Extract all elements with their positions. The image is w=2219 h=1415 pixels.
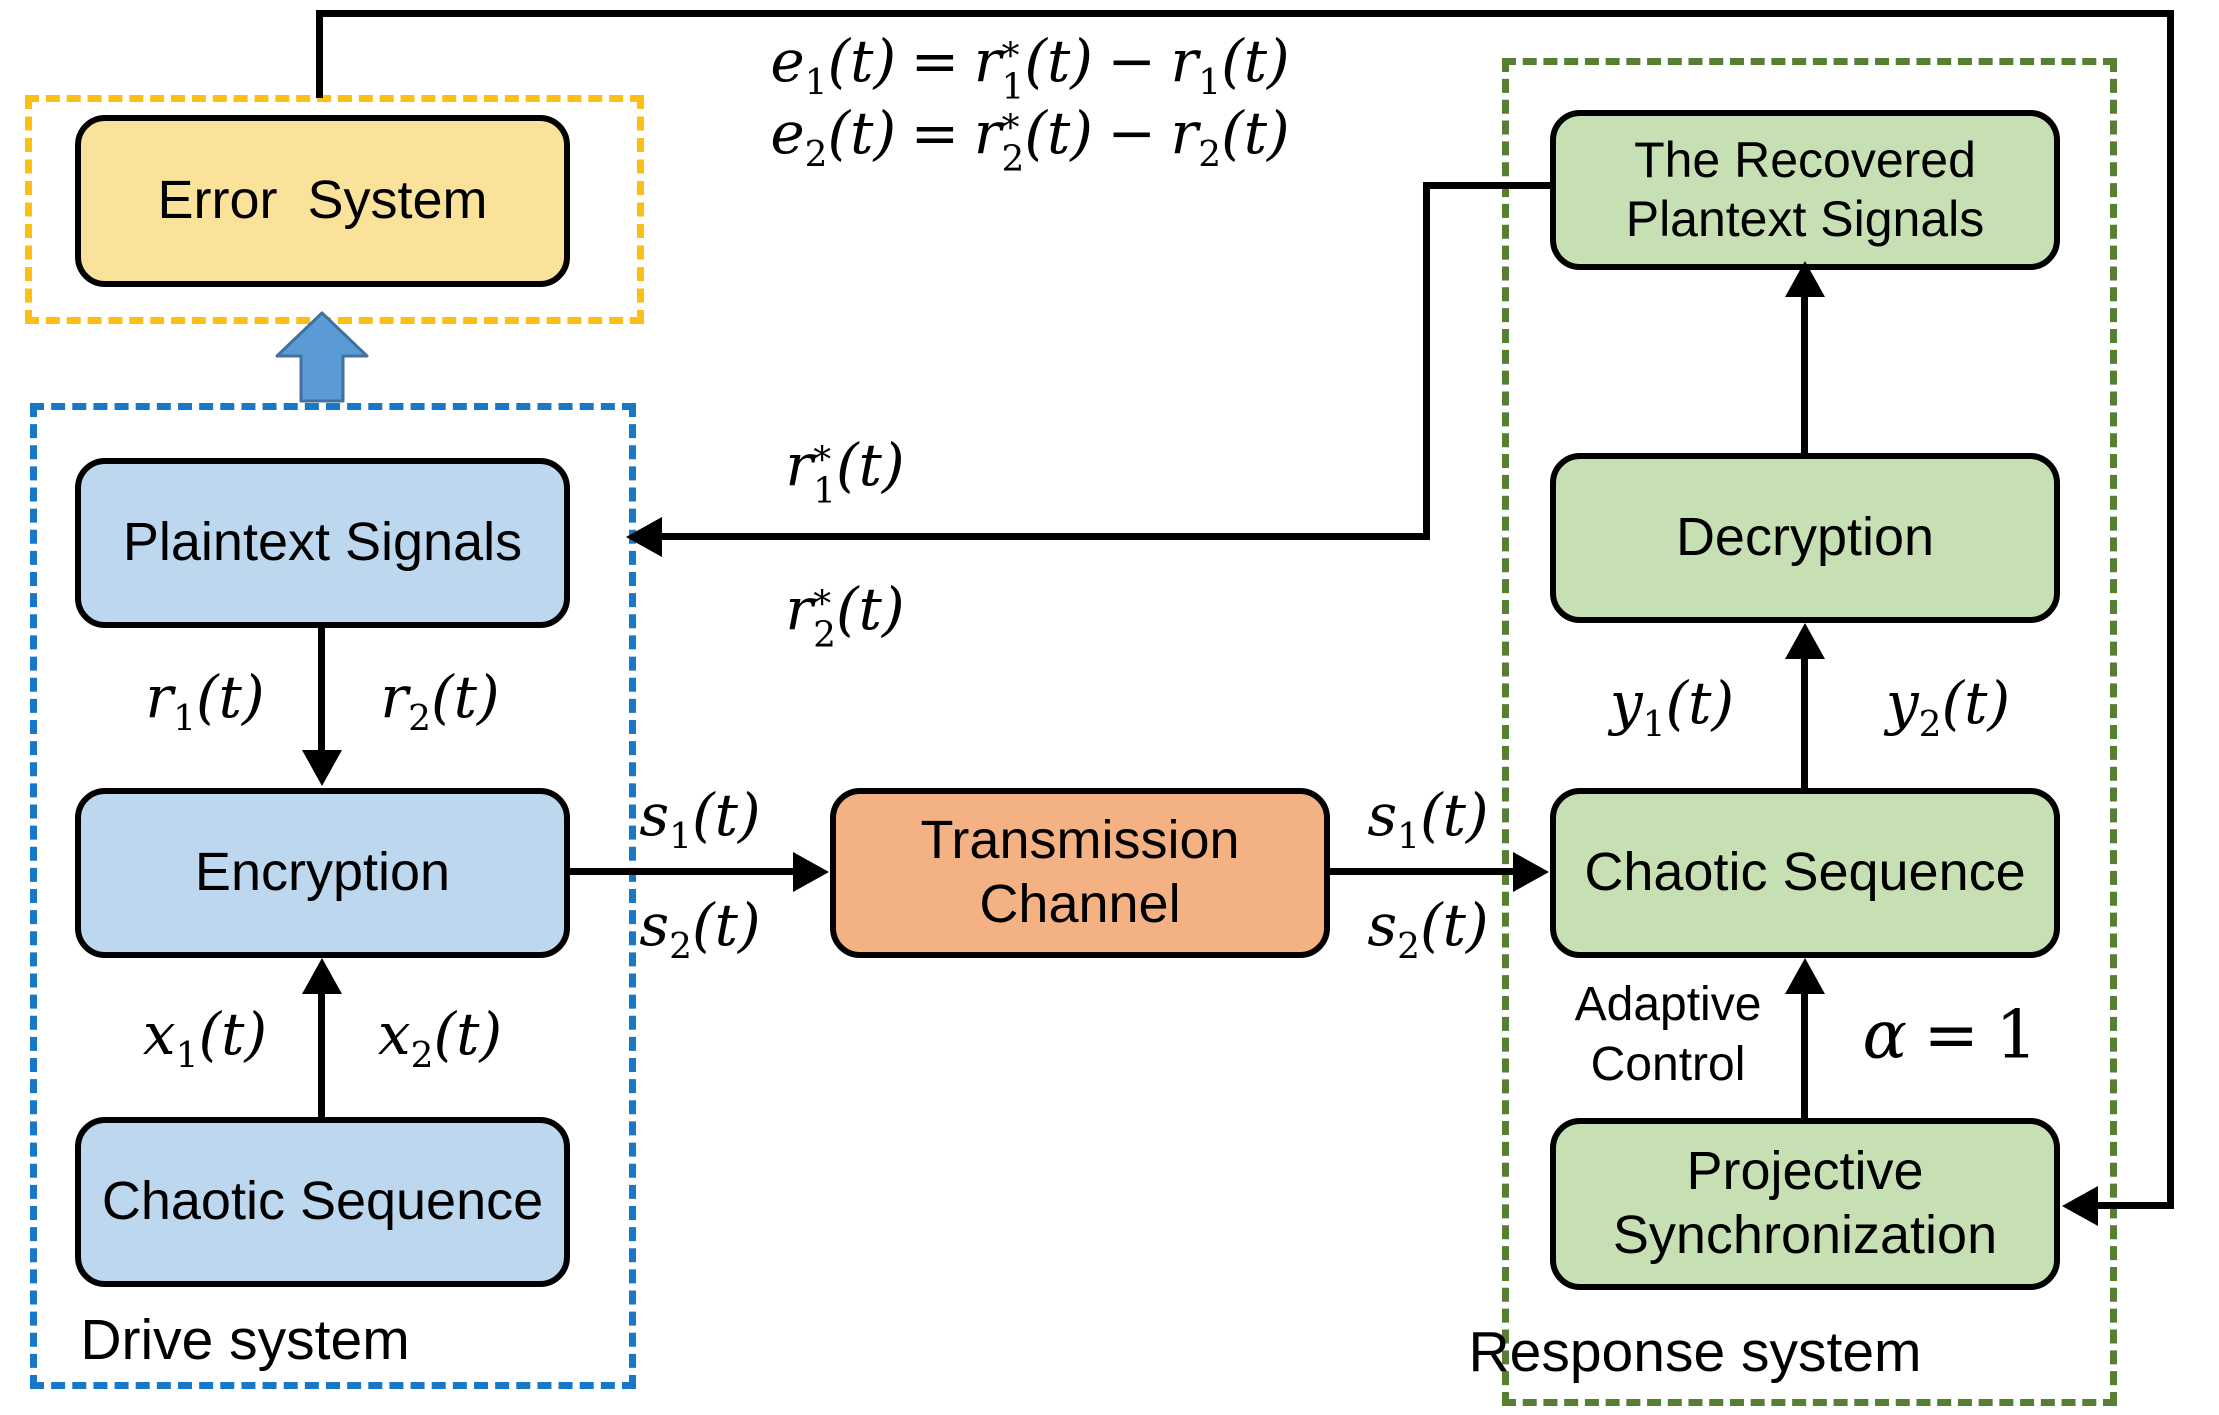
label-r2t: r2(t)	[380, 663, 500, 739]
label-s1t-right: s1(t)	[1367, 781, 1489, 857]
error-system-container	[25, 95, 644, 324]
transmission-channel-label-line1: Transmission	[920, 810, 1240, 871]
adaptive-control-line2: Control	[1590, 1038, 1746, 1091]
adaptive-control-line1: Adaptive	[1574, 978, 1762, 1031]
arrowhead-decryption-to-recovered	[1785, 261, 1825, 297]
label-x1t: x1(t)	[142, 1000, 268, 1076]
projective-synchronization-box: Projective Synchronization	[1550, 1118, 2060, 1290]
label-y1t: y1(t)	[1609, 669, 1735, 745]
projective-synchronization-label-line2: Synchronization	[1612, 1205, 1998, 1265]
connector-chaotic-to-encryption	[318, 993, 325, 1117]
label-r1t: r1(t)	[145, 663, 265, 739]
drive-system-container	[30, 403, 636, 1389]
connector-projective-to-chaotic	[1801, 993, 1808, 1118]
chaotic-sequence-drive-box: Chaotic Sequence	[75, 1117, 570, 1287]
connector-recovered-stub	[1427, 182, 1550, 189]
plaintext-signals-label: Plaintext Signals	[122, 512, 523, 573]
decryption-label: Decryption	[1675, 507, 1935, 568]
adaptive-control-note: Adaptive Control	[1575, 975, 1762, 1095]
connector-encryption-to-transmission	[570, 868, 795, 875]
label-r2star-t: r*2(t)	[785, 575, 905, 656]
feedback-right-vertical	[2167, 10, 2174, 1209]
label-s2t-left: s2(t)	[639, 891, 761, 967]
recovered-plaintext-box: The Recovered Plantext Signals	[1550, 110, 2060, 270]
chaotic-sequence-response-label: Chaotic Sequence	[1584, 842, 2026, 903]
label-s1t-left: s1(t)	[639, 781, 761, 857]
transmission-channel-label-line2: Channel	[979, 874, 1181, 934]
projective-synchronization-label-line1: Projective	[1686, 1141, 1924, 1202]
connector-chaotic-to-decryption	[1801, 658, 1808, 788]
arrowhead-feedback-to-projective	[2062, 1186, 2098, 1226]
arrowhead-projective-to-chaotic	[1785, 958, 1825, 994]
error-system-box: Error System	[75, 115, 570, 287]
label-r1star-t: r*1(t)	[785, 431, 905, 512]
encryption-box: Encryption	[75, 788, 570, 958]
chaotic-sequence-response-box: Chaotic Sequence	[1550, 788, 2060, 958]
recovered-plaintext-label-line2: Plantext Signals	[1625, 191, 1985, 247]
arrowhead-chaotic-to-encryption	[302, 958, 342, 994]
feedback-top-horizontal	[316, 10, 2174, 17]
connector-plaintext-to-encryption	[318, 628, 325, 754]
arrowhead-chaotic-to-decryption	[1785, 623, 1825, 659]
response-system-container	[1502, 58, 2117, 1406]
connector-rstar-vertical	[1423, 182, 1430, 537]
error-system-label: Error System	[157, 170, 488, 231]
connector-transmission-to-chaotic	[1330, 868, 1515, 875]
label-alpha-equals-1: α = 1	[1862, 996, 2038, 1074]
response-system-caption: Response system	[1468, 1320, 1922, 1384]
label-x2t: x2(t)	[377, 1000, 503, 1076]
chaotic-sequence-drive-label: Chaotic Sequence	[101, 1171, 544, 1232]
arrowhead-transmission-to-chaotic	[1513, 852, 1549, 892]
arrowhead-rstar-to-plaintext	[626, 517, 662, 557]
decryption-box: Decryption	[1550, 453, 2060, 623]
feedback-bottom-horizontal	[2096, 1202, 2174, 1209]
plaintext-signals-box: Plaintext Signals	[75, 458, 570, 628]
up-block-arrow-icon	[275, 311, 369, 403]
arrowhead-encryption-to-transmission	[793, 852, 829, 892]
connector-decryption-to-recovered	[1801, 296, 1808, 453]
label-s2t-right: s2(t)	[1367, 891, 1489, 967]
recovered-plaintext-label-line1: The Recovered	[1634, 132, 1976, 188]
error-equation-1: e1(t) = r*1(t) − r1(t)	[770, 27, 1290, 108]
error-equation-2: e2(t) = r*2(t) − r2(t)	[770, 99, 1290, 180]
drive-system-caption: Drive system	[80, 1308, 410, 1372]
encryption-label: Encryption	[194, 842, 451, 903]
arrowhead-plaintext-to-encryption	[302, 750, 342, 786]
connector-rstar-horizontal	[660, 533, 1430, 540]
label-y2t: y2(t)	[1885, 669, 2011, 745]
transmission-channel-box: Transmission Channel	[830, 788, 1330, 958]
feedback-top-stub	[316, 14, 323, 98]
